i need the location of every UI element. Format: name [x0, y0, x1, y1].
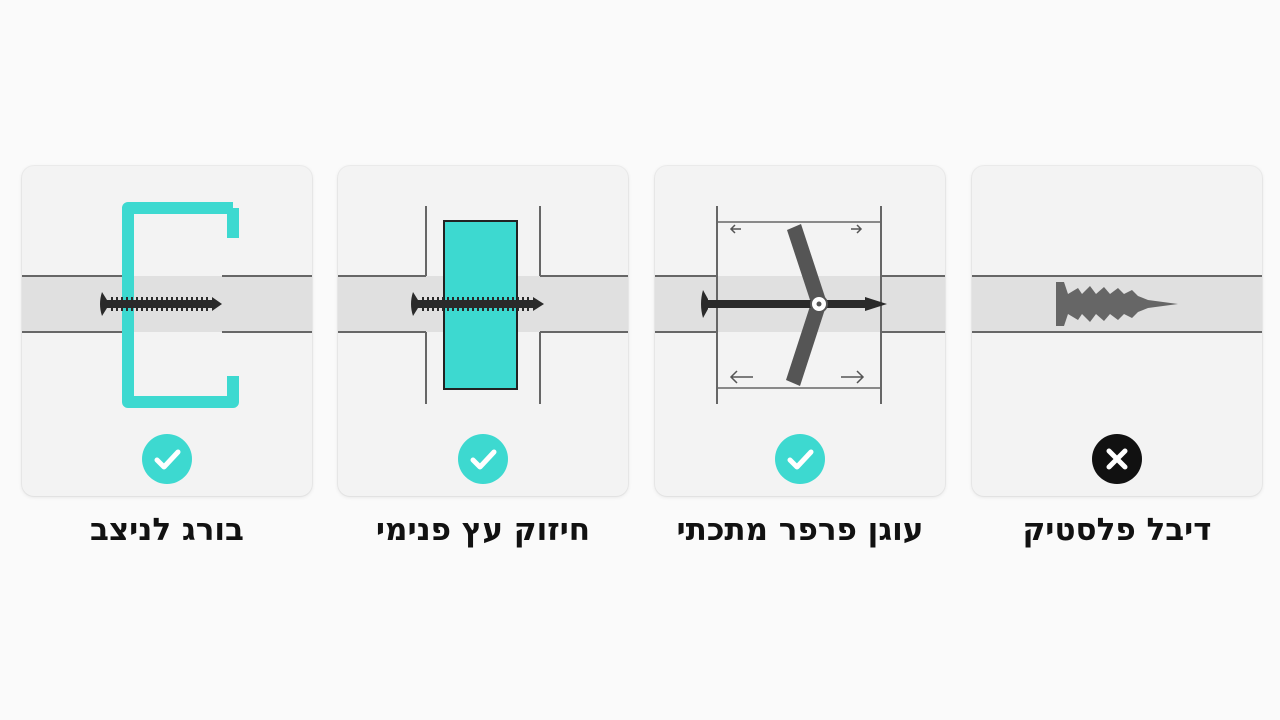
stud-screw-illustration [22, 202, 312, 408]
metal-stud [122, 202, 239, 408]
check-icon [142, 434, 192, 484]
option-label: בורג לניצב [90, 512, 244, 548]
option-card-wood-blocking [338, 166, 628, 496]
screw [100, 292, 222, 316]
wood-blocking-illustration [338, 206, 628, 404]
check-icon [458, 434, 508, 484]
wall-plug [1056, 282, 1178, 326]
butterfly-anchor-illustration [655, 206, 945, 404]
screw [701, 290, 887, 318]
screw [411, 292, 544, 316]
option-label: עוגן פרפר מתכתי [676, 512, 924, 548]
x-icon [1092, 434, 1142, 484]
anchor-wings [786, 224, 826, 386]
option-card-stud-screw [22, 166, 312, 496]
option-card-plastic-plug [972, 166, 1262, 496]
expansion-arrows [729, 224, 865, 384]
plastic-plug-illustration [972, 275, 1262, 333]
option-label: חיזוק עץ פנימי [375, 512, 591, 548]
check-icon [775, 434, 825, 484]
option-label: דיבל פלסטיק [1022, 512, 1212, 548]
option-card-butterfly-anchor [655, 166, 945, 496]
